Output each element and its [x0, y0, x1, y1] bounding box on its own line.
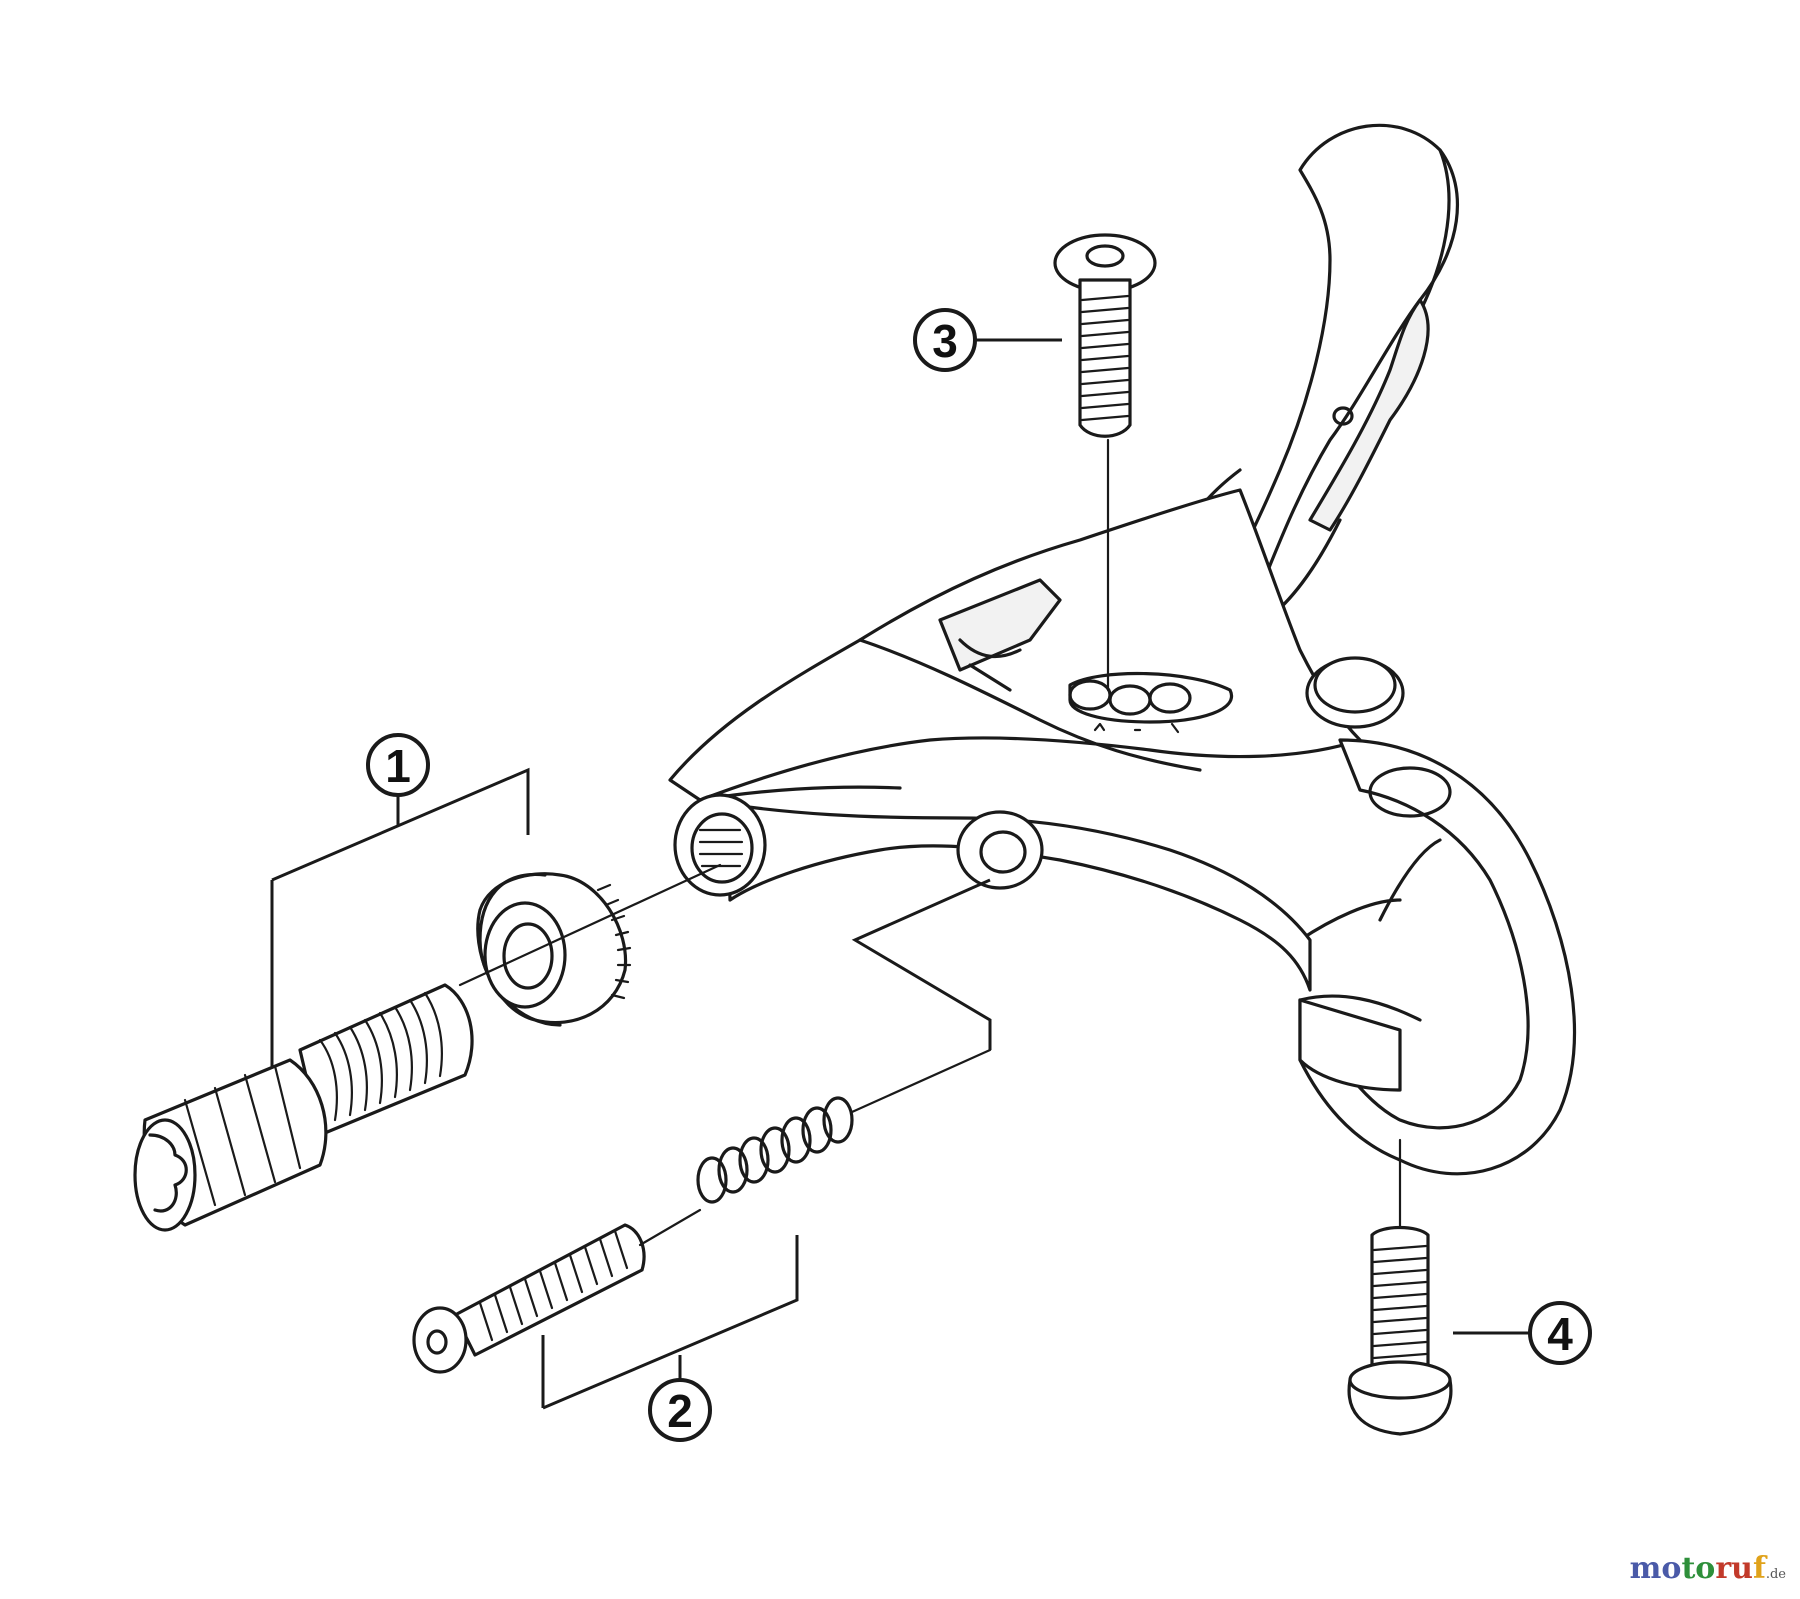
callout-3: 3 — [913, 308, 1062, 372]
part-3-pivot-bolt — [1053, 233, 1157, 692]
callout-4: 4 — [1453, 1301, 1592, 1365]
callout-2-bracket — [541, 878, 992, 1410]
svg-text:1: 1 — [385, 740, 411, 792]
locknut — [476, 872, 632, 1027]
svg-text:2: 2 — [667, 1385, 693, 1437]
handlebar-clamp — [1298, 738, 1576, 1176]
reach-adjust-socket — [956, 810, 1044, 890]
watermark-logo: motoruf.de — [1629, 1551, 1786, 1586]
adjuster-socket — [673, 793, 767, 897]
part-2-reach-screw-spring — [412, 1048, 992, 1374]
callout-2: 2 — [648, 1378, 712, 1442]
callout-1: 1 — [366, 733, 430, 797]
pivot-button — [1305, 656, 1405, 729]
pivot-holes — [1068, 671, 1234, 734]
brake-lever-body — [668, 123, 1576, 1176]
spring — [696, 1096, 854, 1204]
svg-text:3: 3 — [932, 315, 958, 367]
part-4-clamp-bolt — [1347, 1138, 1453, 1436]
part-1-barrel-adjuster — [133, 863, 722, 1232]
svg-text:4: 4 — [1547, 1308, 1573, 1360]
brand-logo-icon — [938, 578, 1062, 692]
callout-1-bracket — [271, 767, 530, 882]
